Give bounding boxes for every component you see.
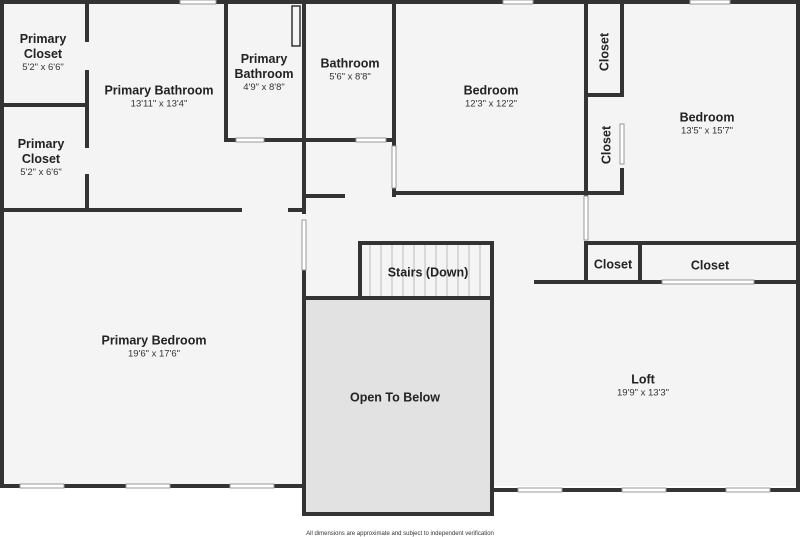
stair-treads: [369, 245, 481, 298]
room-name: Closet: [599, 125, 614, 165]
room-closet-h2: Closet: [691, 259, 729, 274]
room-primary-bathroom: Primary Bathroom 13'11" x 13'4": [104, 84, 213, 111]
room-closet-v1: Closet: [598, 33, 613, 71]
room-dims: 19'6" x 17'6": [127, 348, 181, 360]
room-dims: 19'9" x 13'3": [616, 387, 670, 399]
room-closet-v2: Closet: [600, 126, 615, 164]
room-name: Primary Bedroom: [101, 333, 207, 348]
room-name: Open To Below: [349, 390, 441, 405]
room-dims: 5'6" x 8'8": [329, 71, 371, 83]
room-name: Stairs (Down): [387, 265, 469, 280]
room-bedroom-1: Bedroom 12'3" x 12'2": [464, 84, 519, 111]
room-dims: 4'9" x 8'8": [243, 82, 285, 93]
room-name: Primary Bathroom: [104, 83, 214, 98]
room-bathroom: Bathroom 5'6" x 8'8": [320, 57, 379, 84]
room-primary-bedroom: Primary Bedroom 19'6" x 17'6": [102, 334, 207, 361]
room-closet-h1: Closet: [594, 258, 632, 273]
room-open-to-below: Open To Below: [350, 391, 440, 406]
disclaimer-footnote: All dimensions are approximate and subje…: [306, 531, 494, 537]
windows: [19, 0, 771, 493]
room-dims: 5'2" x 6'6": [20, 167, 62, 178]
room-dims: 13'5" x 15'7": [680, 125, 734, 137]
room-dims: 5'2" x 6'6": [22, 62, 64, 73]
room-name: Closet: [690, 258, 730, 273]
room-name: Bedroom: [679, 110, 735, 125]
room-dims: 12'3" x 12'2": [464, 98, 518, 110]
room-name: Loft: [631, 372, 655, 387]
room-name: Closet: [597, 32, 612, 72]
door-swing: [291, 5, 301, 47]
room-bedroom-2: Bedroom 13'5" x 15'7": [680, 111, 735, 138]
room-name: Bedroom: [463, 83, 519, 98]
room-name: Closet: [593, 257, 633, 272]
room-loft: Loft 19'9" x 13'3": [617, 373, 669, 400]
room-dims: 13'11" x 13'4": [130, 98, 188, 110]
open-to-below-area: [306, 300, 490, 514]
room-name: Bathroom: [320, 56, 380, 71]
room-stairs: Stairs (Down): [388, 266, 469, 281]
